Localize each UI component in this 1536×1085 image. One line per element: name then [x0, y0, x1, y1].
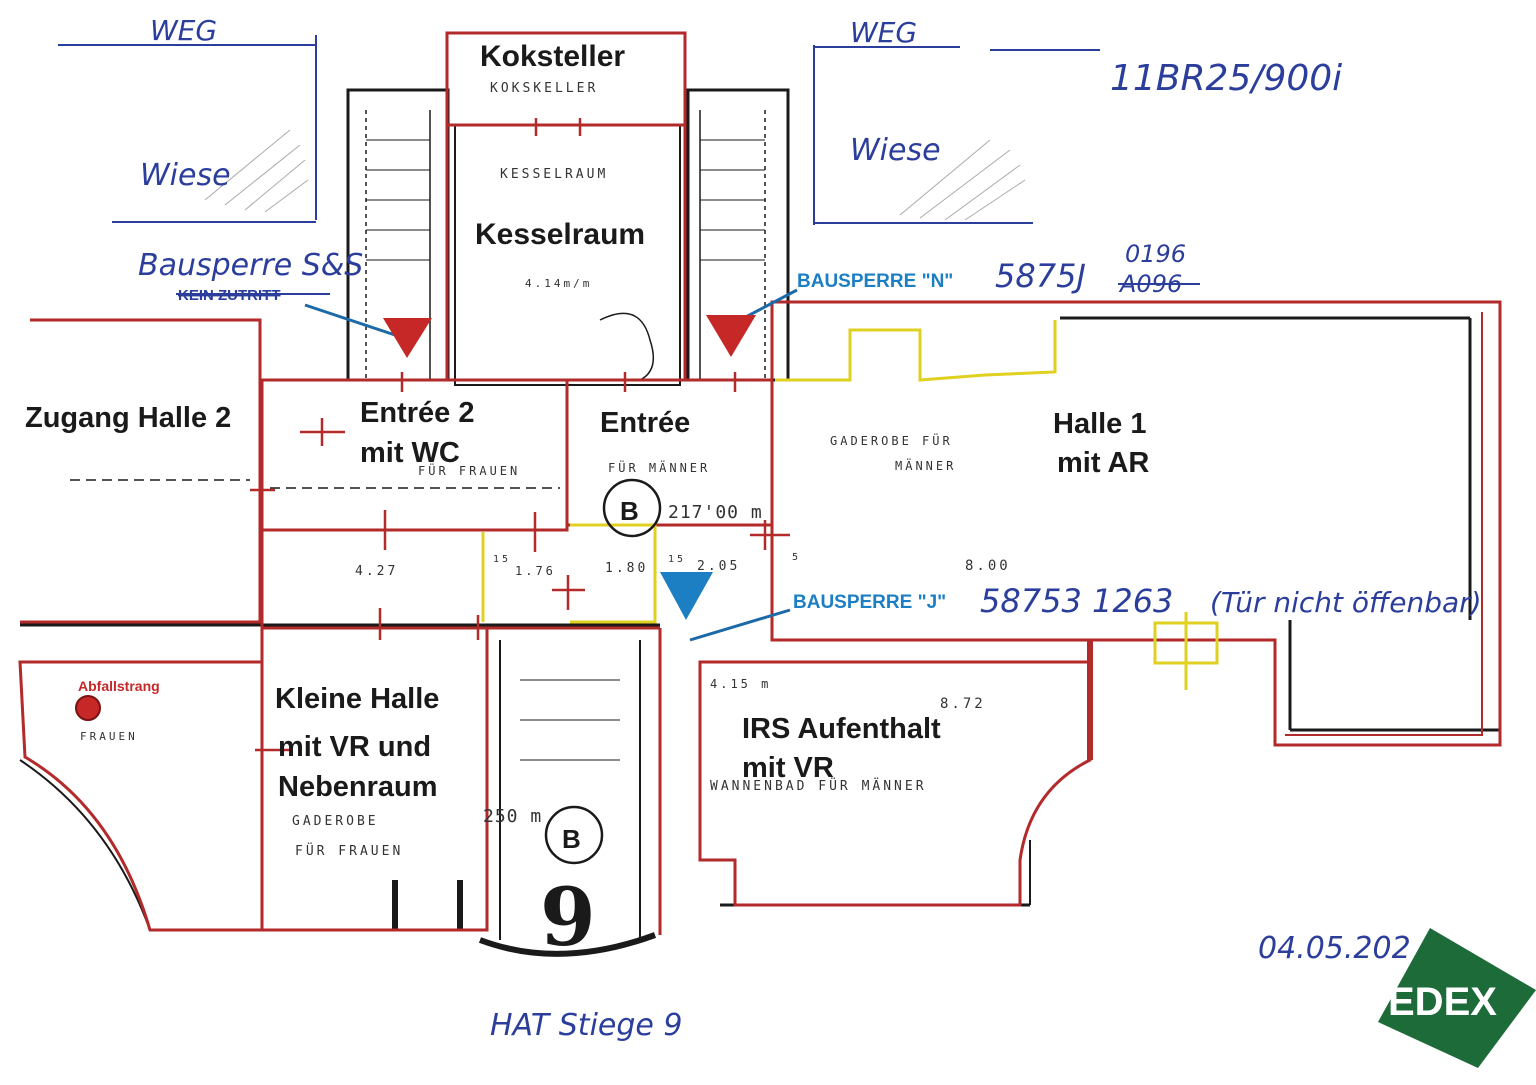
abfallstrang-dot: [75, 695, 101, 721]
dim-5: 5: [792, 552, 801, 563]
room-kesselraum-outline: [445, 123, 687, 382]
stair-handwritten: HAT Stiege 9: [490, 1008, 682, 1043]
room-zugang-halle2: Zugang Halle 2: [25, 402, 231, 434]
room-kokskeller: Koksteller: [480, 40, 625, 73]
orig-garderobe-frauen: GADEROBE: [292, 814, 379, 829]
orig-garderobe-maenner: GADEROBE FÜR: [830, 432, 953, 448]
wiese-right-text: Wiese: [850, 133, 941, 168]
b-marker-2: B 250 m: [483, 805, 604, 865]
dim-205: 2.05: [697, 559, 740, 574]
dim-180: 1.80: [605, 561, 648, 576]
room-nebenraum-outline: [18, 660, 264, 932]
room-halle1-line2: mit AR: [1057, 447, 1149, 479]
pointer-line-j: [689, 608, 791, 642]
orig-fuer-frauen: FÜR FRAUEN: [418, 462, 520, 478]
dim-427: 4.27: [355, 564, 398, 579]
weg-left-text: WEG: [150, 14, 217, 47]
room-kesselraum: Kesselraum: [475, 218, 645, 251]
room-irs-outline: [698, 660, 1092, 907]
room-kleine-halle-line3: Nebenraum: [278, 771, 438, 803]
blue-triangle-j: [660, 572, 713, 620]
kein-zutritt-text: KEIN ZUTRITT: [178, 287, 281, 304]
orig-dim-kessel: 4.14m/m: [525, 277, 592, 290]
orig-fuer-frauen-2: FÜR FRAUEN: [295, 842, 403, 859]
dim-176: 1.76: [515, 564, 556, 578]
b-label-1: B: [620, 496, 639, 526]
height-b2: 250 m: [483, 806, 542, 827]
garden-right: [813, 45, 1100, 225]
room-entree: Entrée: [600, 407, 690, 439]
pointer-line-ss: [304, 303, 396, 337]
room-outlines: [18, 31, 1502, 935]
code-n-text: 5875J: [995, 257, 1086, 295]
original-plan-lines: [19, 88, 1500, 957]
wiese-left-text: Wiese: [140, 158, 231, 193]
date-text: 04.05.202: [1258, 931, 1411, 966]
orig-frauen-small: FRAUEN: [80, 730, 138, 743]
dim-800: 8.00: [965, 558, 1011, 574]
tuer-note-text: (Tür nicht öffenbar): [1210, 586, 1482, 619]
height-b1: 217'00 m: [668, 502, 763, 523]
dim-15a: 15: [493, 554, 511, 565]
orig-kesselraum: KESSELRAUM: [500, 167, 608, 182]
abfallstrang-label: Abfallstrang: [78, 678, 160, 694]
room-irs-line1: IRS Aufenthalt: [742, 713, 941, 745]
room-zugang-outline: [20, 318, 262, 624]
room-halle1-outline: [770, 300, 1502, 747]
orig-fuer-maenner: FÜR MÄNNER: [608, 459, 710, 475]
garden-left: [58, 35, 317, 223]
orig-maenner: MÄNNER: [895, 458, 956, 473]
dim-15b: 15: [668, 554, 686, 565]
room-irs-line2: mit VR: [742, 752, 834, 784]
orig-kokskeller: KOKSKELLER: [490, 81, 598, 96]
red-triangle-n: [706, 315, 756, 357]
edex-logo-diamond: [1378, 928, 1536, 1068]
bausperre-ss-text: Bausperre S&S: [138, 248, 363, 283]
code-j-text: 58753 1263: [980, 582, 1173, 620]
orig-wannenbad: WANNENBAD FÜR MÄNNER: [710, 777, 927, 794]
b-label-2: B: [562, 824, 581, 854]
dim-145: 4.15 m: [710, 677, 771, 691]
bausperre-n-label: BAUSPERRE "N": [797, 271, 953, 292]
room-entree2-line1: Entrée 2: [360, 397, 474, 429]
edex-logo: EDEX: [1378, 928, 1536, 1068]
code-n-new: 0196: [1125, 240, 1186, 268]
room-kleine-halle-line1: Kleine Halle: [275, 683, 439, 715]
bausperre-j-label: BAUSPERRE "J": [793, 592, 946, 613]
red-triangle-ss: [383, 318, 432, 358]
room-halle1-line1: Halle 1: [1053, 408, 1147, 440]
stair-number: 9: [540, 870, 596, 964]
weg-right-text: WEG: [850, 16, 917, 49]
yellow-outlines: [481, 320, 1219, 690]
edex-logo-text: EDEX: [1388, 980, 1497, 1024]
room-entree2-line2: mit WC: [360, 437, 460, 469]
file-reference: 11BR25/900i: [1110, 58, 1342, 99]
room-kleine-halle-line2: mit VR und: [278, 731, 431, 763]
red-wall-ticks: [250, 118, 790, 752]
b-marker-1: B 217'00 m: [602, 478, 763, 538]
dim-872: 8.72: [940, 696, 986, 712]
